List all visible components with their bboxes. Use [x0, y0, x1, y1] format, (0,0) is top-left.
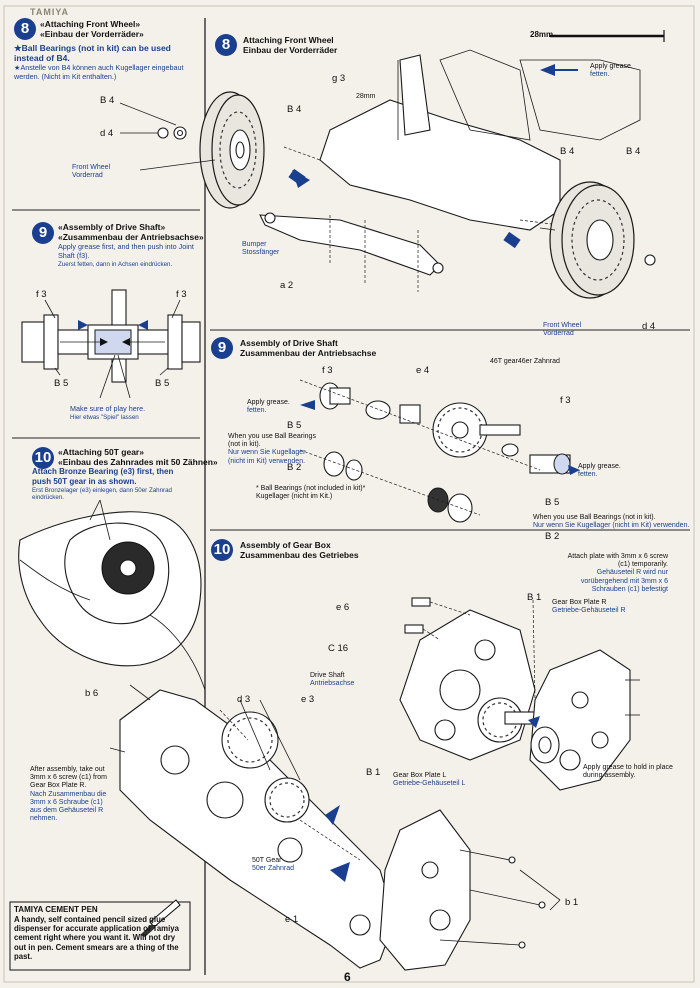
right-step10-title-de: Zusammenbau des Getriebes [240, 550, 359, 560]
gearbox-plate-left-art [109, 684, 396, 969]
left-step9-number: 9 [32, 222, 54, 244]
right-step8-number: 8 [215, 34, 237, 56]
left-step10-title-en: «Attaching 50T gear» [58, 447, 144, 457]
right-b4-label-3: B 4 [626, 146, 641, 157]
gearbox-grease-note: Apply grease to hold in place during ass… [583, 764, 673, 780]
46t-gear-label: 46T gear46er Zahnrad [490, 358, 560, 365]
left-step10-note-de: Erst Bronzelager (e3) einlegen, dann 50e… [32, 487, 172, 502]
right-f3-label-2: f 3 [560, 395, 571, 406]
left-play-note-de: Hier etwas "Spiel" lassen [70, 414, 139, 421]
b1-label-3: b 1 [565, 897, 579, 908]
a2-label: a 2 [280, 280, 294, 291]
left-step9-shaft-art [21, 289, 201, 399]
b1-label-2: B 1 [366, 767, 381, 778]
left-play-note-en: Make sure of play here. [70, 404, 146, 413]
right-step10-number: 10 [211, 539, 233, 561]
right-b4-label-2: B 4 [560, 146, 575, 157]
left-step8-note-en: ★Ball Bearings (not in kit) can be used … [14, 43, 171, 63]
e3-label: e 3 [301, 694, 315, 705]
after-assembly-note: After assembly, take out 3mm x 6 screw (… [30, 766, 108, 823]
right-step8-title-en: Attaching Front Wheel [243, 35, 334, 45]
right-step8-wheel-art [539, 181, 656, 299]
e6-label: e 6 [336, 602, 350, 613]
cement-pen-icon [140, 899, 181, 937]
gearbox-plate-l-art [379, 809, 561, 971]
right-step8-chassis-art [259, 49, 641, 292]
right-step10-title-en: Assembly of Gear Box [240, 540, 331, 550]
left-d4-label: d 4 [100, 128, 114, 139]
right-b5-label-2: B 5 [545, 497, 560, 508]
right-step9-title-en: Assembly of Drive Shaft [240, 338, 338, 348]
left-f3-label-left: f 3 [36, 289, 47, 300]
d3-label: d 3 [237, 694, 251, 705]
left-step10-note-en: Attach Bronze Bearing (e3) first, then p… [32, 467, 174, 486]
right-step10-gearbox-art [399, 597, 640, 791]
right-step9-shaft-art [299, 379, 580, 523]
left-step9-note-de: Zuerst fetten, dann in Achsen eindrücken… [58, 261, 173, 268]
left-step9-note-en: Apply grease first, and then push into J… [58, 242, 194, 260]
cement-pen-title: TAMIYA CEMENT PEN [14, 905, 98, 914]
right-step9-ball-star-note: * Ball Bearings (not included in kit)* K… [256, 485, 366, 501]
right-b2-label-1: B 2 [287, 462, 302, 473]
left-step10-hand-art [18, 499, 206, 691]
left-step8-wheel-art [119, 91, 265, 209]
left-step10-title-de: «Einbau des Zahnrades mit 50 Zähnen» [58, 457, 218, 467]
right-step9-title-de: Zusammenbau der Antriebsachse [240, 348, 377, 358]
left-step9-title-en: «Assembly of Drive Shaft» [58, 222, 166, 232]
e4-label: e 4 [416, 365, 430, 376]
page-number: 6 [344, 970, 351, 984]
left-b5-label-right: B 5 [155, 378, 170, 389]
left-step8-title-de: «Einbau der Vorderräder» [40, 29, 144, 39]
measure-ruler [550, 30, 665, 42]
top-left-logo: TAMIYA [30, 7, 70, 17]
e1-label: e 1 [285, 914, 299, 925]
28mm-label: 28mm [356, 93, 376, 100]
measure-label: 28mm [530, 30, 554, 39]
right-step9-ball2-note: When you use Ball Bearings (not in kit).… [533, 514, 690, 530]
right-d4-label: d 4 [642, 321, 656, 332]
right-step9-grease-1: Apply grease.fetten. [247, 399, 290, 415]
right-b4-label-1: B 4 [287, 104, 302, 115]
cement-pen-text: A handy, self contained pencil sized glu… [14, 915, 179, 961]
left-step8-note-de: ★Anstelle von B4 können auch Kugellager … [14, 63, 184, 81]
right-b2-label-2: B 2 [545, 531, 560, 542]
right-b5-label-1: B 5 [287, 420, 302, 431]
left-step8-number: 8 [14, 18, 36, 40]
left-step9-title-de: «Zusammenbau der Antriebsachse» [58, 232, 204, 242]
right-step9-ball-note: When you use Ball Bearings (not in kit).… [228, 433, 316, 465]
c16-label: C 16 [328, 643, 349, 654]
cement-pen-box [9, 901, 191, 971]
left-f3-label-right: f 3 [176, 289, 187, 300]
g3-label: g 3 [332, 73, 346, 84]
left-b5-label-left: B 5 [54, 378, 69, 389]
left-step8-title-en: «Attaching Front Wheel» [40, 19, 141, 29]
b6-label: b 6 [85, 688, 99, 699]
b1-label-1: B 1 [527, 592, 542, 603]
right-step9-grease-2: Apply grease.fetten. [578, 463, 621, 479]
right-step8-grease-note: Apply grease.fetten. [590, 63, 633, 79]
right-f3-label-1: f 3 [322, 365, 333, 376]
right-step8-title-de: Einbau der Vorderräder [243, 45, 338, 55]
left-step10-number: 10 [32, 447, 54, 469]
right-step9-number: 9 [211, 337, 233, 359]
attach-plate-note: Attach plate with 3mm x 6 screw (c1) tem… [567, 553, 668, 593]
left-b4-label: B 4 [100, 95, 115, 106]
